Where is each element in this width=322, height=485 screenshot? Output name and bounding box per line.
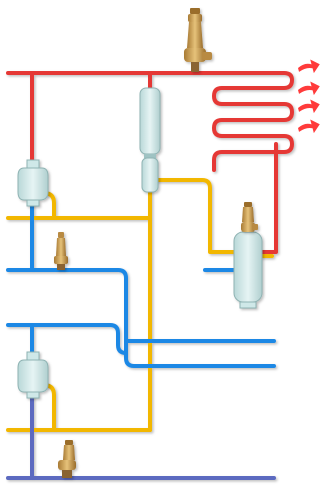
components [17, 87, 263, 399]
hot-supply-pipes [6, 71, 294, 254]
cold-line-b [6, 323, 128, 355]
heat-output-arrow-icon [298, 99, 320, 114]
mixing-valve-icon [17, 159, 49, 207]
warm-to-vessel [148, 178, 238, 254]
safety-valve-icon [241, 202, 258, 232]
warm-branch-lower [42, 383, 56, 432]
warm-pipes [6, 178, 274, 432]
safety-valve-icon [54, 232, 68, 270]
heat-output-arrow-icon [298, 59, 320, 74]
radiator-coil [210, 71, 294, 172]
safety-valve-icon [58, 440, 76, 478]
return-pipes [6, 390, 276, 480]
valves [54, 8, 258, 478]
cold-pipes [6, 198, 276, 368]
hot-return-to-vessel [260, 142, 278, 254]
heat-output-arrow-icon [298, 81, 320, 96]
cold-line-a [6, 268, 276, 368]
heat-output-arrows [298, 59, 320, 134]
heat-output-arrow-icon [298, 119, 320, 134]
mixing-valve-icon [17, 351, 49, 399]
safety-valve-icon [184, 8, 212, 72]
heat-exchanger-icon [139, 87, 161, 193]
pressure-vessel-icon [233, 231, 263, 309]
